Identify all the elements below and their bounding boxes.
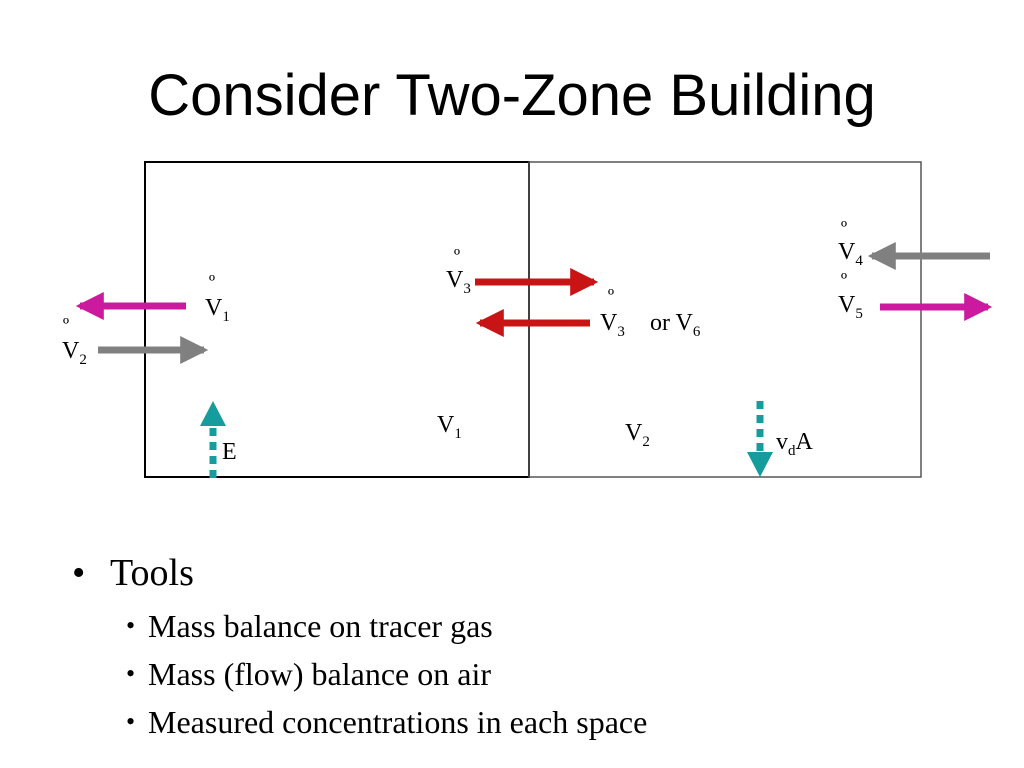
label-v6-alt-text: or V (650, 310, 694, 336)
label-v1: V1 (205, 295, 230, 325)
label-v1-sub: 1 (222, 309, 230, 325)
label-v1-base: V (205, 295, 223, 321)
sub-bullet: Measured concentrations in each space (126, 698, 647, 746)
source-label: E (222, 439, 237, 465)
flow-marker: º (841, 217, 847, 239)
zone-1-box (144, 161, 530, 478)
zone-1-volume: V1 (437, 412, 462, 442)
tools-list: Tools Mass balance on tracer gas Mass (f… (72, 548, 647, 746)
label-v3-out-sub: 3 (617, 324, 625, 340)
tools-sublist: Mass balance on tracer gas Mass (flow) b… (110, 602, 647, 746)
label-v4-sub: 4 (855, 253, 863, 269)
label-v6-alt: or V6 (650, 310, 701, 340)
label-v3-in: V3 (446, 267, 471, 297)
label-v3-out-base: V (600, 310, 618, 336)
zone-1-volume-base: V (437, 412, 455, 438)
flow-marker: º (63, 314, 69, 336)
flow-marker: º (841, 269, 847, 291)
source-arrowhead (200, 401, 226, 426)
bullet-tools-text: Tools (110, 552, 194, 594)
sub-bullet: Mass (flow) balance on air (126, 650, 647, 698)
label-v4-base: V (838, 239, 856, 265)
label-v2-base: V (62, 338, 80, 364)
bullet-tools: Tools Mass balance on tracer gas Mass (f… (72, 548, 647, 746)
zone-2-volume: V2 (625, 420, 650, 450)
zone-2-volume-base: V (625, 420, 643, 446)
label-v5-base: V (838, 292, 856, 318)
label-v5-sub: 5 (855, 306, 863, 322)
zone-1-volume-sub: 1 (454, 426, 462, 442)
flow-marker: º (608, 285, 614, 307)
deposition-arrowhead (747, 452, 773, 477)
deposition-suffix: A (796, 429, 814, 455)
deposition-label: vdA (776, 429, 814, 459)
label-v5: V5 (838, 292, 863, 322)
flow-marker: º (454, 245, 460, 267)
label-v4: V4 (838, 239, 863, 269)
deposition-sub: d (788, 443, 796, 459)
label-v3-out: V3 (600, 310, 625, 340)
label-v3-in-base: V (446, 267, 464, 293)
zone-2-volume-sub: 2 (642, 434, 650, 450)
label-v2-sub: 2 (79, 352, 87, 368)
flow-marker: º (209, 271, 215, 293)
label-v2: V2 (62, 338, 87, 368)
label-v6-alt-sub: 6 (693, 324, 701, 340)
slide-title: Consider Two-Zone Building (148, 63, 876, 128)
sub-bullet: Mass balance on tracer gas (126, 602, 647, 650)
two-zone-diagram: º V1 º V2 º V3 º V3 or V6 º V4 º V5 V1 V… (62, 161, 993, 478)
label-v3-in-sub: 3 (463, 281, 471, 297)
deposition-base: v (776, 429, 788, 455)
